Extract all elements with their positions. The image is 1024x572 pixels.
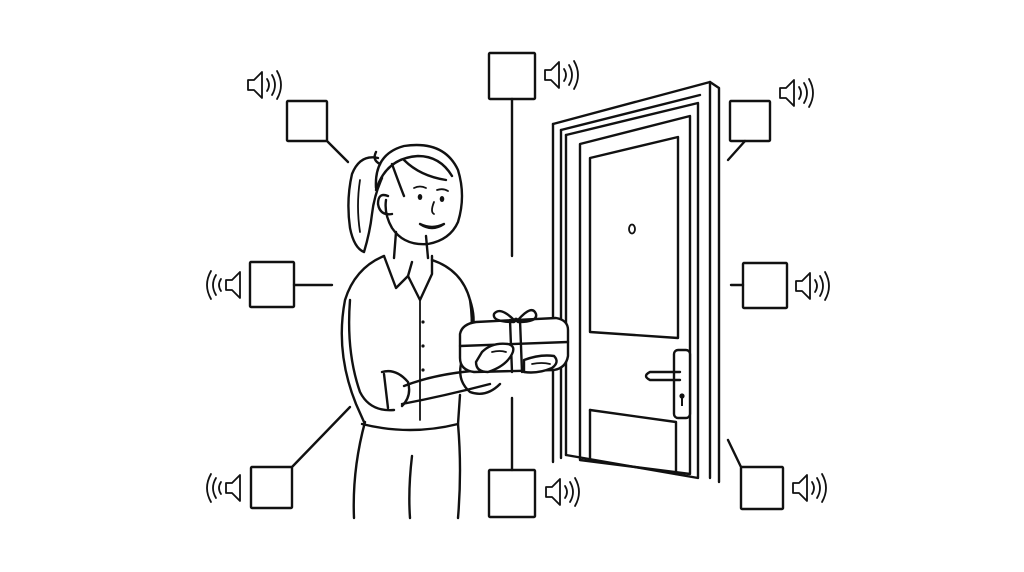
connector-line	[726, 438, 743, 469]
speaker-icon	[779, 78, 814, 108]
open-door	[551, 80, 721, 484]
keyhole	[679, 393, 685, 399]
connector-line	[290, 405, 352, 469]
sensor-top-right	[726, 78, 814, 162]
speaker-icon	[247, 70, 282, 100]
gift-box-with-bow	[458, 308, 570, 374]
door-handle	[644, 370, 682, 382]
speaker-icon	[792, 473, 827, 503]
sensor-mid-left	[206, 260, 334, 309]
speaker-icon	[206, 473, 241, 503]
head	[374, 143, 464, 246]
sensor-bottom-left	[206, 405, 352, 510]
bow-loop-left	[492, 309, 516, 324]
shirt-left	[340, 254, 386, 424]
hand-right	[522, 354, 558, 374]
sensor-mid-right	[729, 261, 830, 310]
peephole	[628, 223, 636, 235]
trousers-right	[456, 422, 462, 520]
trousers-left	[352, 420, 367, 520]
speaker-icon	[795, 271, 830, 301]
speaker-icon	[544, 60, 579, 90]
ponytail	[347, 156, 384, 254]
sensor-top-left	[247, 70, 350, 164]
sensor-top-center	[487, 51, 579, 258]
bow-loop-right	[516, 308, 538, 324]
speaker-icon	[545, 477, 580, 507]
speaker-icon	[206, 270, 241, 300]
sensor-bottom-center	[487, 396, 580, 519]
shirt-hem	[360, 393, 462, 432]
door-handle-plate	[672, 348, 692, 420]
connector-line	[726, 139, 747, 162]
sensor-bottom-right	[726, 438, 827, 511]
connector-line	[325, 139, 350, 164]
